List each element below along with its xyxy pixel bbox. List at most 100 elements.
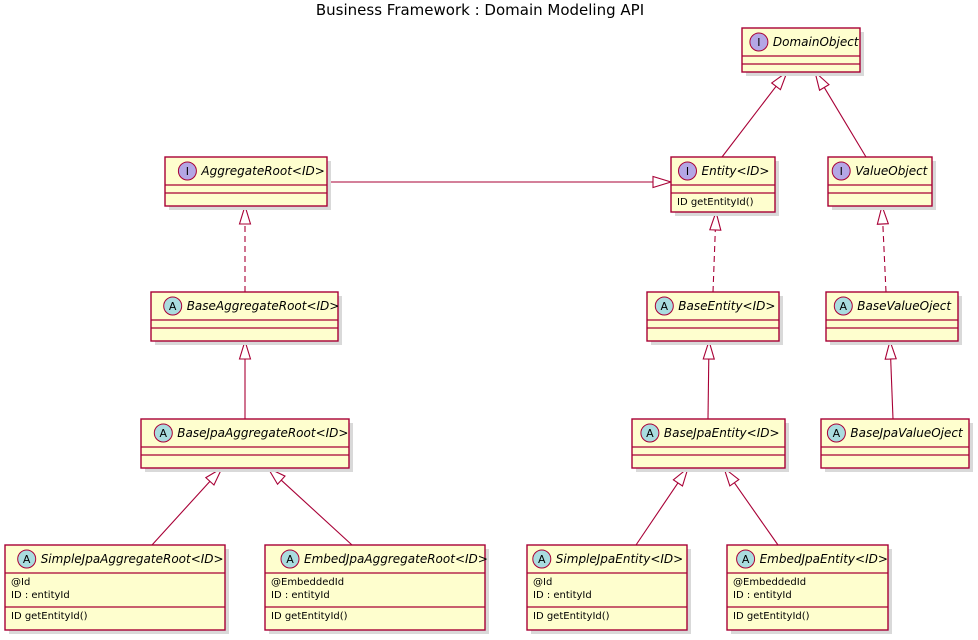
relation-base-value-oject-to-value-object (876, 204, 890, 293)
abstract-badge-icon (826, 423, 846, 443)
inheritance-arrowhead (702, 339, 716, 360)
class-value-object[interactable]: I ValueObject (827, 156, 936, 210)
badge-letter: A (661, 300, 669, 313)
diagram-title: Business Framework : Domain Modeling API (316, 1, 644, 19)
class-box (150, 291, 339, 342)
class-method: ID getEntityId() (677, 197, 754, 208)
relation-line (890, 358, 894, 420)
inheritance-arrowhead (770, 70, 789, 91)
interface-badge-icon (678, 161, 697, 181)
interface-badge-icon (749, 32, 769, 52)
relation-line (882, 223, 887, 293)
abstract-badge-icon (532, 549, 552, 569)
class-method: ID getEntityId() (733, 611, 810, 622)
badge-letter: A (646, 427, 654, 440)
class-name: EmbedJpaAggregateRoot<ID> (304, 552, 488, 566)
class-name: SimpleJpaAggregateRoot<ID> (41, 552, 224, 566)
class-box (631, 418, 786, 469)
relation-line (823, 87, 867, 158)
abstract-badge-icon (280, 549, 300, 569)
inheritance-arrowhead (238, 204, 252, 225)
relations-layer (151, 70, 897, 546)
class-field: ID : entityId (271, 590, 330, 601)
class-field: ID : entityId (733, 590, 792, 601)
class-base-value-oject[interactable]: A BaseValueOject (825, 291, 962, 345)
abstract-badge-icon (736, 549, 756, 569)
inheritance-arrowhead (266, 466, 286, 486)
relation-value-object-to-domain-object (814, 70, 867, 158)
badge-letter: A (840, 300, 848, 313)
class-field: ID : entityId (11, 590, 70, 601)
class-name: EmbedJpaEntity<ID> (760, 552, 888, 566)
class-method: ID getEntityId() (271, 611, 348, 622)
badge-letter: A (742, 553, 750, 566)
relation-line (707, 358, 710, 420)
abstract-badge-icon (153, 423, 173, 443)
relation-line (280, 479, 353, 546)
class-name: ValueObject (855, 164, 928, 178)
class-field: ID : entityId (533, 590, 592, 601)
inheritance-arrowhead (814, 70, 830, 92)
class-name: BaseJpaValueOject (850, 426, 964, 440)
class-field: @Id (533, 577, 552, 588)
class-box (526, 544, 688, 631)
class-field: @EmbeddedId (271, 577, 344, 588)
class-base-jpa-value-oject[interactable]: A BaseJpaValueOject (820, 418, 973, 472)
relation-base-jpa-value-oject-to-base-value-oject (884, 339, 897, 420)
relation-embed-jpa-entity-to-base-jpa-entity (722, 466, 779, 546)
class-embed-jpa-entity[interactable]: A EmbedJpaEntity<ID> @EmbeddedId ID : entit… (726, 544, 892, 634)
relation-entity-to-domain-object (721, 70, 789, 158)
relation-aggregate-root-to-entity (327, 175, 673, 189)
badge-letter: I (686, 165, 689, 178)
relation-base-entity-to-entity (709, 210, 722, 293)
class-domain-object[interactable]: I DomainObject (741, 27, 864, 76)
class-box (264, 544, 486, 631)
class-name: BaseValueOject (857, 299, 952, 313)
relation-line (151, 480, 211, 546)
badge-letter: I (186, 165, 189, 178)
inheritance-arrowhead (204, 466, 224, 486)
class-name: Entity<ID> (702, 164, 770, 178)
class-name: BaseJpaEntity<ID> (664, 426, 780, 440)
inheritance-arrowhead (722, 466, 740, 487)
badge-letter: A (160, 427, 168, 440)
class-box (140, 418, 350, 469)
relation-embed-jpa-aggregate-root-to-base-jpa-aggregate-root (266, 466, 353, 546)
relation-line (721, 85, 777, 158)
abstract-badge-icon (640, 423, 660, 443)
class-name: DomainObject (773, 35, 860, 49)
abstract-badge-icon (833, 296, 853, 316)
relation-base-jpa-entity-to-base-entity (702, 339, 716, 420)
badge-letter: I (840, 165, 843, 178)
abstract-badge-icon (163, 296, 183, 316)
relation-line (635, 482, 679, 546)
abstract-badge-icon (17, 549, 37, 569)
relation-simple-jpa-aggregate-root-to-base-jpa-aggregate-root (151, 466, 224, 546)
badge-letter: A (286, 553, 294, 566)
badge-letter: A (833, 427, 841, 440)
inheritance-arrowhead (652, 175, 673, 189)
interface-badge-icon (177, 161, 197, 181)
class-field: @EmbeddedId (733, 577, 806, 588)
relation-base-aggregate-root-to-aggregate-root (238, 204, 252, 292)
inheritance-arrowhead (876, 204, 890, 225)
class-entity[interactable]: I Entity<ID> ID getEntityId() (670, 156, 779, 216)
badge-letter: I (757, 36, 760, 49)
inheritance-arrowhead (672, 466, 690, 487)
class-base-jpa-entity[interactable]: A BaseJpaEntity<ID> (631, 418, 789, 472)
class-embed-jpa-aggregate-root[interactable]: A EmbedJpaAggregateRoot<ID> @EmbeddedId ID … (264, 544, 489, 634)
interface-badge-icon (831, 161, 851, 181)
class-method: ID getEntityId() (11, 611, 88, 622)
class-method: ID getEntityId() (533, 611, 610, 622)
class-field: @Id (11, 577, 30, 588)
badge-letter: A (169, 300, 177, 313)
inheritance-arrowhead (884, 339, 897, 360)
